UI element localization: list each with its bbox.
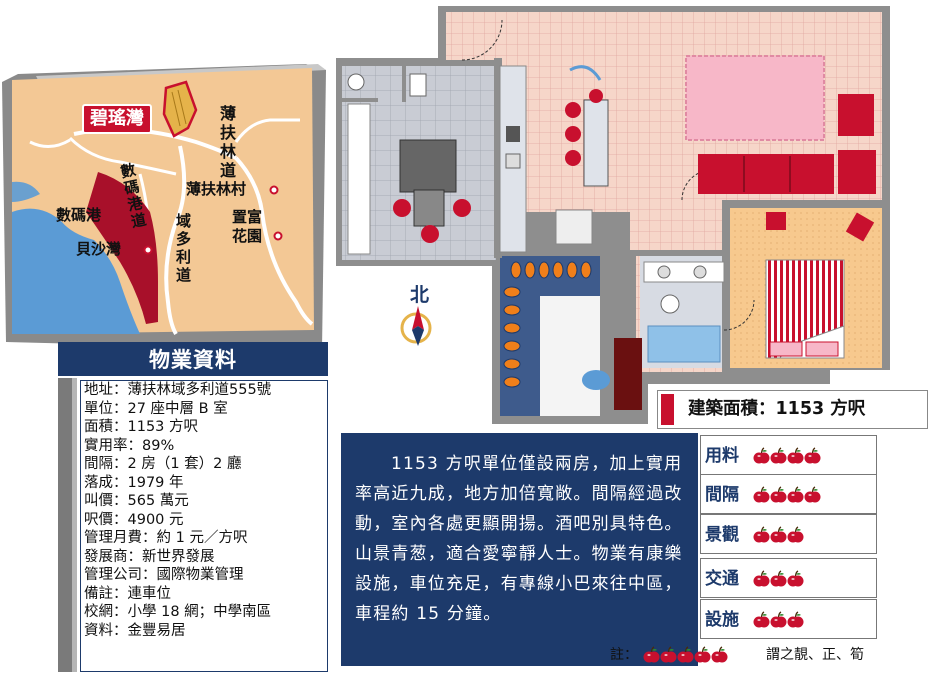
apple-icon [694, 646, 711, 664]
description-panel: 1153 方呎單位僅設兩房，加上實用率高近九成，地方加倍寬敞。間隔經過改動，室內… [341, 433, 698, 666]
apple-icon [753, 570, 770, 588]
apple-icon [753, 526, 770, 544]
rating-label: 用料 [705, 446, 739, 466]
rating-label: 交通 [705, 569, 739, 589]
rating-row-view: 景觀 [700, 514, 877, 554]
rating-apples [753, 611, 804, 633]
info-row-management-company: 管理公司：國際物業管理 [84, 567, 244, 583]
apple-icon [643, 646, 660, 664]
note-suffix: 謂之靚、正、筍 [766, 647, 864, 663]
rating-row-layout: 間隔 [700, 474, 877, 514]
map-label-pokfulam-road: 薄扶林道 [220, 104, 237, 180]
apple-icon [787, 447, 804, 465]
apple-icon [711, 646, 728, 664]
apple-icon [804, 486, 821, 504]
info-row-school-net: 校網：小學 18 網；中學南區 [84, 604, 272, 620]
note-apples [643, 646, 728, 672]
description-text: 1153 方呎單位僅設兩房，加上實用率高近九成，地方加倍寬敞。間隔經過改動，室內… [355, 454, 683, 624]
map-label-wah-fu-garden: 置富花園 [232, 208, 263, 245]
apple-icon [804, 447, 821, 465]
area-red-bar [661, 394, 674, 425]
info-row-efficiency: 實用率：89% [84, 437, 175, 454]
rating-label: 景觀 [705, 525, 739, 545]
info-row-layout: 間隔：2 房（1 套）2 廳 [84, 456, 242, 472]
compass-arrow-icon [400, 306, 432, 346]
info-row-size: 面積：1153 方呎 [84, 419, 199, 435]
info-row-developer: 發展商：新世界發展 [84, 548, 215, 565]
info-row-source: 資料：金豐易居 [84, 622, 186, 639]
location-map: 碧瑤灣 薄扶林道 薄扶林村 置富花園 數碼港 數碼港道 域多利道 貝沙灣 [0, 62, 330, 350]
rating-note: 註： 謂之靚、正、筍 [610, 643, 900, 667]
apple-icon [787, 526, 804, 544]
rating-label: 間隔 [705, 485, 739, 505]
rating-apples [753, 570, 804, 592]
property-info-panel: 物業資料 地址：薄扶林域多利道555號 單位：27 座中層 B 室 面積：115… [58, 342, 328, 672]
apple-icon [787, 486, 804, 504]
north-compass: 北 [396, 280, 446, 358]
info-row-remarks: 備註：連車位 [84, 585, 171, 602]
property-info-title: 物業資料 [58, 342, 328, 378]
rating-row-materials: 用料 [700, 435, 877, 475]
info-row-unit: 單位：27 座中層 B 室 [84, 400, 228, 417]
ratings-table: 用料 間隔 景觀 交通 設施 [700, 435, 877, 639]
info-row-address: 地址：薄扶林域多利道555號 [84, 382, 272, 398]
info-side-bar-light [72, 378, 77, 672]
map-label-cyberport: 數碼港 [56, 206, 102, 224]
property-info-list: 地址：薄扶林域多利道555號 單位：27 座中層 B 室 面積：1153 方呎 … [80, 380, 328, 672]
rating-label: 設施 [705, 610, 739, 630]
apple-icon [787, 570, 804, 588]
info-row-asking-price: 叫價：565 萬元 [84, 493, 189, 509]
note-prefix: 註： [610, 647, 638, 663]
apple-icon [770, 570, 787, 588]
floor-plan [330, 0, 933, 435]
map-label-bel-air: 貝沙灣 [76, 240, 122, 258]
apple-icon [787, 611, 804, 629]
apple-icon [660, 646, 677, 664]
north-label: 北 [410, 284, 430, 306]
apple-icon [770, 526, 787, 544]
floor-plan-graphic [336, 6, 890, 424]
floor-area-label: 建築面積：1153 方呎 [657, 390, 928, 429]
apple-icon [753, 611, 770, 629]
apple-icon [770, 486, 787, 504]
rating-row-transport: 交通 [700, 558, 877, 598]
map-label-victoria-road: 域多利道 [176, 212, 192, 284]
map-graphic [2, 64, 326, 350]
rating-apples [753, 447, 821, 469]
info-row-price-per-sqft: 呎價：4900 元 [84, 511, 184, 528]
apple-icon [770, 447, 787, 465]
map-label-pokfulam-village: 薄扶林村 [186, 180, 247, 198]
map-label-bik-wan: 碧瑤灣 [82, 104, 152, 134]
rating-apples [753, 526, 804, 548]
info-row-completion: 落成：1979 年 [84, 474, 184, 491]
rating-apples [753, 486, 821, 508]
apple-icon [770, 611, 787, 629]
info-side-bar [58, 378, 72, 672]
apple-icon [753, 486, 770, 504]
info-row-management-fee: 管理月費：約 1 元／方呎 [84, 530, 248, 546]
apple-icon [677, 646, 694, 664]
floor-area-text: 建築面積：1153 方呎 [688, 399, 866, 419]
apple-icon [753, 447, 770, 465]
rating-row-facilities: 設施 [700, 599, 877, 639]
